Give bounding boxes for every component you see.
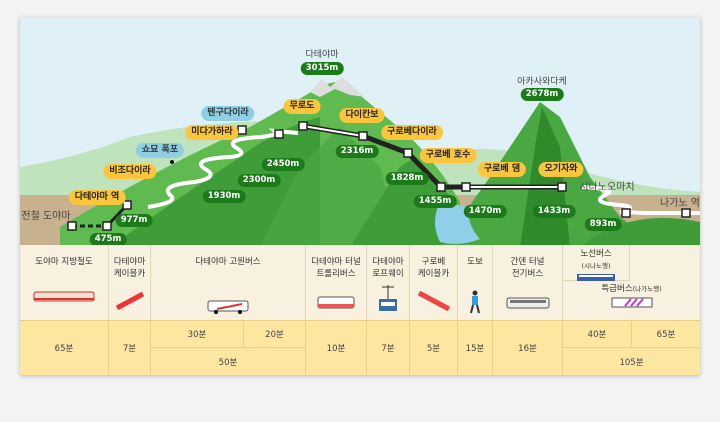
transport-label: 도보 xyxy=(467,257,483,267)
route-bus-icon xyxy=(577,274,615,281)
transport-label: 다테야마 xyxy=(372,257,404,267)
elevation-midagahara: 1930m xyxy=(202,190,246,203)
peak-elevation-akasawadake: 2678m xyxy=(520,88,564,101)
station-nagano: 나가노 역 xyxy=(660,198,700,209)
transport-sublabel: (시나노행) xyxy=(581,262,611,270)
elevation-ogizawa: 1433m xyxy=(532,205,576,218)
transport-label: 트롤리버스 xyxy=(316,269,356,279)
route-map: 다테야마 3015m 아카사와다케 2678m 전철 도야마 다테야마 역 47… xyxy=(20,17,700,375)
time-walk: 15분 xyxy=(458,320,493,375)
time-kogen-bus-2: 20분 xyxy=(244,320,306,347)
time-bus-total: 105분 xyxy=(563,347,700,375)
transport-label: 케이블카 xyxy=(113,269,146,279)
transport-label: 다테야마 고원버스 xyxy=(195,257,261,267)
transport-label: 전기버스 xyxy=(511,269,544,279)
station-murodo[interactable]: 무로도 xyxy=(283,99,321,114)
ropeway-icon xyxy=(379,285,397,311)
transport-label: 다테야마 xyxy=(113,257,146,267)
station-midagahara[interactable]: 미다가하라 xyxy=(185,125,239,140)
elevation-daikanbo: 2316m xyxy=(335,145,379,158)
elevation-shinano-omachi: 893m xyxy=(584,218,622,231)
elevation-kurobedaira: 1828m xyxy=(385,172,429,185)
station-kurobe-lake[interactable]: 구로베 호수 xyxy=(419,148,477,163)
station-shomyo-falls[interactable]: 쇼묘 폭포 xyxy=(135,143,185,158)
station-shinano-omachi: 시나노오마치 xyxy=(579,182,635,193)
mountain-illustration xyxy=(20,77,700,247)
elevation-tateyama: 475m xyxy=(89,233,127,246)
elevation-bijodaira: 977m xyxy=(115,214,153,227)
elevation-kurobe-lake: 1455m xyxy=(413,195,457,208)
transport-toyama-railway: 도야마 지방철도 xyxy=(20,245,109,320)
station-ogizawa[interactable]: 오기자와 xyxy=(538,162,584,177)
station-kurobe-dam[interactable]: 구로베 댐 xyxy=(477,162,527,177)
express-bus-cell: 특급버스(나가노행) xyxy=(563,283,700,311)
time-kogen-bus-total: 50분 xyxy=(151,347,306,375)
time-bus-1: 40분 xyxy=(563,320,632,347)
time-bus-2: 65분 xyxy=(632,320,700,347)
train-icon xyxy=(33,291,95,302)
peak-name-akasawadake: 아카사와다케 xyxy=(517,77,567,87)
station-toyama: 전철 도야마 xyxy=(21,211,71,222)
peak-name-tateyama: 다테야마 xyxy=(305,50,339,60)
transport-buses: 노선버스 (시나노행) 특급버스(나가노행) xyxy=(563,245,700,320)
cable-car-icon xyxy=(115,291,144,310)
time-trolley-bus: 10분 xyxy=(306,320,367,375)
transport-kogen-bus: 다테야마 고원버스 xyxy=(151,245,306,320)
time-kurobe-cable: 5분 xyxy=(410,320,458,375)
station-tateyama[interactable]: 다테야마 역 xyxy=(68,190,126,205)
time-ropeway: 7분 xyxy=(367,320,410,375)
route-bus-cell: 노선버스 (시나노행) xyxy=(563,245,630,281)
cable-car-icon xyxy=(417,290,450,312)
time-tateyama-cable: 7분 xyxy=(109,320,151,375)
bus-icon xyxy=(207,300,249,314)
station-kurobedaira[interactable]: 구로베다이라 xyxy=(381,125,443,140)
express-bus-icon xyxy=(611,297,652,308)
station-tengudaira[interactable]: 텐구다이라 xyxy=(201,106,255,121)
transport-label: 도야마 지방철도 xyxy=(35,257,93,267)
electric-bus-icon xyxy=(506,297,549,309)
time-kogen-bus-1: 30분 xyxy=(151,320,244,347)
transport-label: 특급버스 xyxy=(601,284,633,294)
elevation-murodo: 2450m xyxy=(261,158,305,171)
time-toyama-railway: 65분 xyxy=(20,320,109,375)
trolley-bus-icon xyxy=(317,296,355,309)
time-electric-bus: 16분 xyxy=(493,320,563,375)
walking-person-icon xyxy=(470,290,480,314)
peak-elevation-tateyama: 3015m xyxy=(300,62,344,75)
transport-label: 로프웨이 xyxy=(372,269,404,279)
transport-sublabel: (나가노행) xyxy=(632,285,662,293)
station-bijodaira[interactable]: 비조다이라 xyxy=(103,164,157,179)
transport-label: 간덴 터널 xyxy=(510,257,545,267)
elevation-tengudaira: 2300m xyxy=(237,174,281,187)
transport-label: 다테야마 터널 xyxy=(311,257,361,267)
transport-walk: 도보 xyxy=(458,245,493,320)
transport-label: 구로베 xyxy=(421,257,446,267)
transport-label: 케이블카 xyxy=(417,269,450,279)
elevation-kurobe-dam: 1470m xyxy=(463,205,507,218)
transport-label: 노선버스 xyxy=(580,249,612,259)
station-daikanbo[interactable]: 다이칸보 xyxy=(339,108,385,123)
